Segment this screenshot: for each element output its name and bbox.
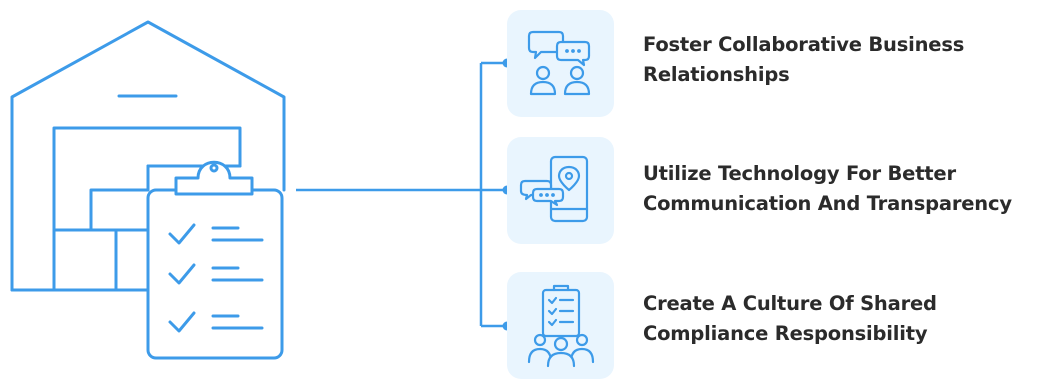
phone-chat-location-icon (519, 155, 589, 223)
item-label-1: Foster Collaborative Business Relationsh… (643, 30, 1043, 90)
chat-people-icon (527, 30, 591, 96)
connector-lines (296, 61, 507, 328)
item-icon-box-3 (507, 272, 614, 379)
item-1-line-1: Foster Collaborative Business (643, 33, 965, 56)
warehouse-checklist-illustration (10, 20, 286, 360)
item-2-line-2: Communication And Transparency (643, 192, 1012, 215)
item-icon-box-2 (507, 137, 614, 244)
item-icon-box-1 (507, 10, 614, 117)
item-label-2: Utilize Technology For Better Communicat… (643, 159, 1043, 219)
item-3-line-2: Compliance Responsibility (643, 322, 928, 345)
checklist-team-icon (527, 284, 595, 368)
item-1-line-2: Relationships (643, 63, 790, 86)
diagram-canvas (10, 20, 512, 360)
item-label-3: Create A Culture Of Shared Compliance Re… (643, 289, 1043, 349)
item-2-line-1: Utilize Technology For Better (643, 162, 956, 185)
item-3-line-1: Create A Culture Of Shared (643, 292, 937, 315)
